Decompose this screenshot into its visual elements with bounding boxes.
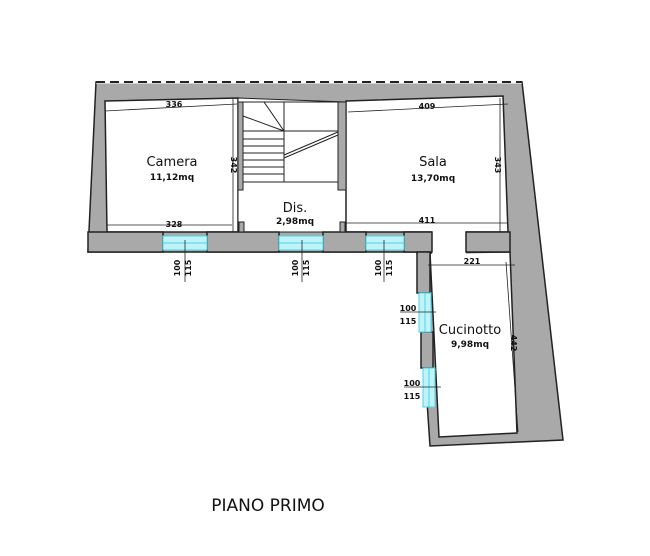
stair-wall-left [237,101,244,191]
window-1-height: 115 [184,259,193,276]
room-name-dis: Dis. [283,201,308,216]
room-area-cucinotto: 9,98mq [451,340,489,350]
dim-cucinotto-height: 442 [509,335,518,352]
window-2-height: 115 [302,259,311,276]
dim-sala-bottom: 411 [419,216,436,225]
room-name-camera: Camera [146,155,197,170]
plan-title: PIANO PRIMO [211,496,325,516]
dim-sala-height: 343 [493,157,502,174]
room-name-cucinotto: Cucinotto [439,323,501,338]
room-area-sala: 13,70mq [411,174,455,184]
dim-camera-height: 342 [229,157,238,174]
window-3-height: 115 [385,259,394,276]
window-4-height: 115 [400,317,417,326]
window-5-height: 115 [404,392,421,401]
room-area-camera: 11,12mq [150,173,194,183]
dim-camera-bottom: 328 [166,220,183,229]
dim-sala-top: 409 [419,102,436,111]
dim-camera-top: 336 [166,100,183,109]
window-1-width: 100 [173,259,182,276]
door-opening [432,231,466,254]
window-4-width: 100 [400,304,417,313]
stair-wall-right [337,101,347,191]
wall-blocks [87,231,511,369]
window-2-width: 100 [291,259,300,276]
room-area-dis: 2,98mq [276,217,314,227]
staircase [242,101,339,183]
window-3-width: 100 [374,259,383,276]
dim-cucinotto-width: 221 [464,257,481,266]
room-name-sala: Sala [419,155,447,170]
window-5-width: 100 [404,379,421,388]
